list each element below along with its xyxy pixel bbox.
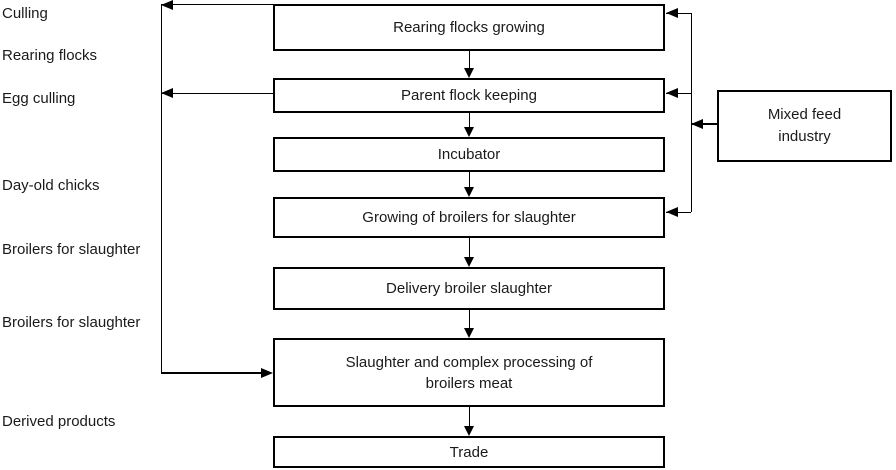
process-box-label: Parent flock keeping: [401, 87, 537, 104]
process-box-parent-flock-keeping: Parent flock keeping: [273, 78, 665, 113]
arrowhead-down-icon: [464, 68, 474, 78]
arrowhead-left-icon: [666, 88, 678, 98]
side-label-broilers-slaughter-2: Broilers for slaughter: [2, 314, 141, 331]
side-label-broilers-slaughter-1: Broilers for slaughter: [2, 241, 141, 258]
process-box-label: Rearing flocks growing: [393, 19, 545, 36]
arrow-line: [469, 310, 470, 329]
feed-to-parent-line: [666, 93, 691, 94]
arrowhead-down-icon: [464, 257, 474, 267]
side-label-egg-culling: Egg culling: [2, 90, 76, 107]
process-box-slaughter-processing: Slaughter and complex processing of broi…: [273, 338, 665, 407]
process-box-incubator: Incubator: [273, 137, 665, 172]
feed-to-growing-line: [666, 212, 691, 213]
process-box-label: Delivery broiler slaughter: [386, 280, 552, 297]
process-box-label: Incubator: [437, 146, 501, 163]
arrowhead-left-icon: [161, 88, 173, 98]
process-box-trade: Trade: [273, 436, 665, 468]
arrowhead-left-icon: [666, 8, 678, 18]
process-box-label: Growing of broilers for slaughter: [362, 209, 576, 226]
collector-line-left: [161, 4, 162, 373]
process-box-delivery-broiler-slaughter: Delivery broiler slaughter: [273, 267, 665, 310]
side-label-day-old-chicks: Day-old chicks: [2, 177, 100, 194]
arrowhead-down-icon: [464, 187, 474, 197]
process-box-label: Mixed feed industry: [767, 106, 842, 145]
process-box-label: Slaughter and complex processing of broi…: [345, 353, 593, 392]
arrow-line: [469, 238, 470, 258]
process-box-label: Trade: [449, 443, 489, 461]
arrowhead-right-icon: [261, 368, 273, 378]
feed-industry-out-line: [691, 123, 717, 125]
arrow-line: [469, 172, 470, 188]
process-box-mixed-feed-industry: Mixed feed industry: [717, 90, 892, 162]
arrowhead-down-icon: [464, 127, 474, 137]
side-label-derived-products: Derived products: [2, 413, 116, 430]
arrowhead-left-icon: [691, 119, 703, 129]
arrowhead-left-icon: [161, 0, 173, 10]
process-box-rearing-flocks-growing: Rearing flocks growing: [273, 4, 665, 51]
feed-to-rearing-line: [666, 13, 691, 14]
arrow-line: [469, 51, 470, 70]
arrowhead-down-icon: [464, 426, 474, 436]
arrowhead-down-icon: [464, 328, 474, 338]
arrow-culling-line: [161, 4, 273, 5]
process-box-growing-of-broilers: Growing of broilers for slaughter: [273, 197, 665, 238]
side-label-culling: Culling: [2, 5, 48, 22]
arrowhead-left-icon: [666, 207, 678, 217]
arrow-to-slaughter-line: [161, 372, 261, 374]
collector-line-right: [691, 13, 692, 212]
arrow-line: [469, 407, 470, 427]
arrow-line: [469, 113, 470, 128]
side-label-rearing-flocks: Rearing flocks: [2, 47, 98, 64]
arrow-egg-culling-line: [161, 93, 273, 94]
